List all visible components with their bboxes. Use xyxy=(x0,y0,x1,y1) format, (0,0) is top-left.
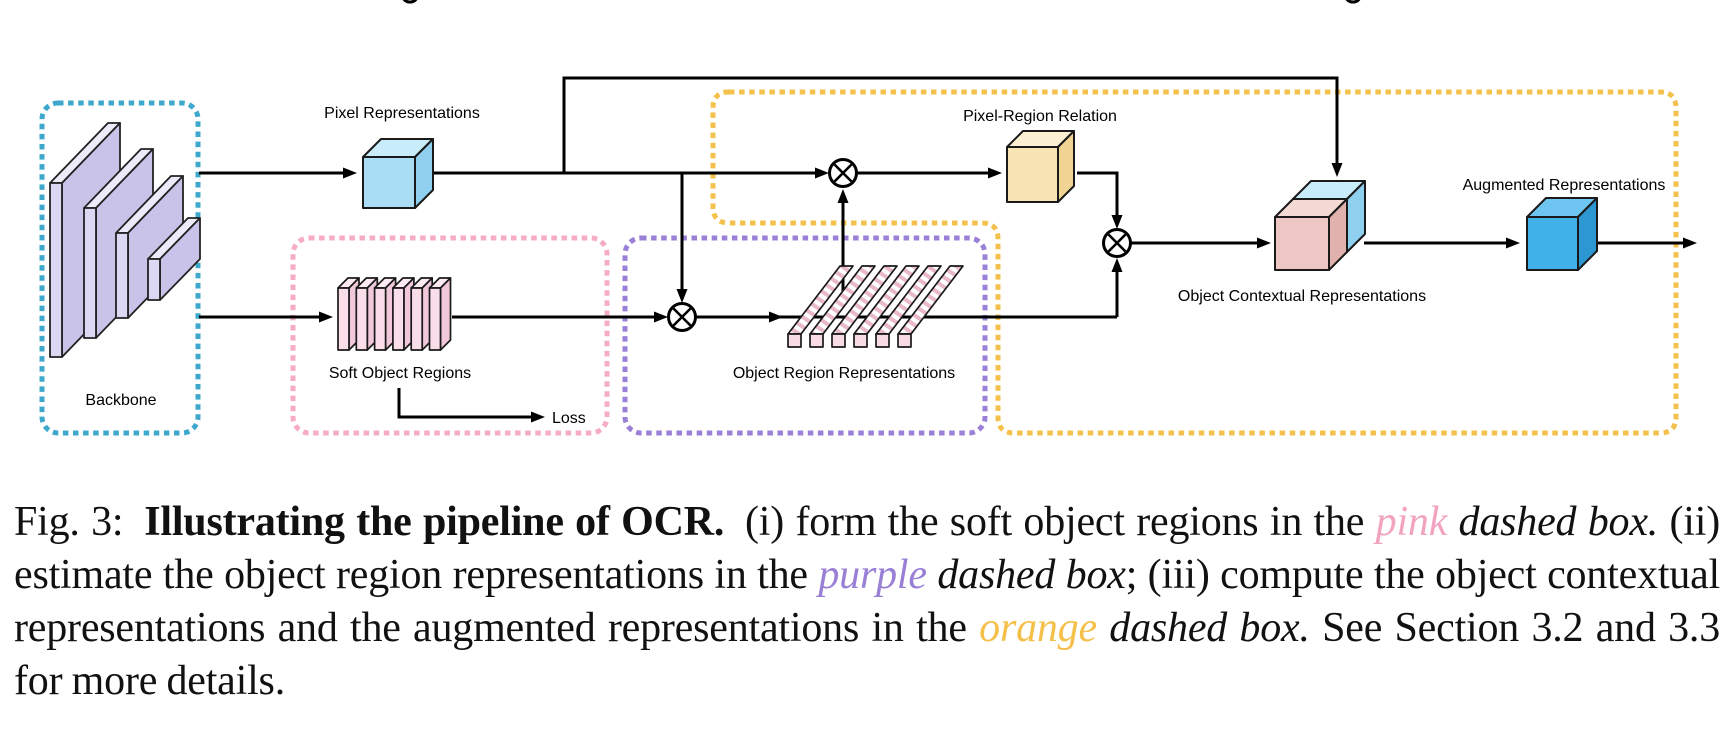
figure-caption: Fig. 3: Illustrating the pipeline of OCR… xyxy=(14,496,1720,708)
region-bar xyxy=(875,265,942,348)
loss-line xyxy=(397,388,532,419)
region-bar xyxy=(853,265,920,348)
context-pink-cube xyxy=(1274,198,1348,271)
soft-object-regions-label: Soft Object Regions xyxy=(329,365,471,382)
pixel-representations-label: Pixel Representations xyxy=(324,105,480,122)
caption-segment: orange xyxy=(979,605,1097,651)
soft-object-region-slabs xyxy=(337,277,452,351)
caption-segment: purple xyxy=(818,552,927,598)
ocr-pipeline-diagram: Backbone Pixel Representations Soft Obje… xyxy=(39,0,1697,436)
caption-segment: dashed box. xyxy=(1096,605,1310,651)
caption-segment: Illustrating the pipeline of OCR. xyxy=(144,499,725,545)
multiply-operators xyxy=(667,158,1132,332)
pixel-representations-cube xyxy=(362,138,434,209)
caption-segment: See Section 3.2 and 3.3 for more details… xyxy=(14,605,1721,704)
object-contextual-representations-label: Object Contextual Representations xyxy=(1178,288,1426,305)
backbone-plates xyxy=(49,122,201,358)
object-contextual-representations-cube xyxy=(1274,180,1366,271)
pink-dashed-box xyxy=(290,235,610,436)
region-bar xyxy=(897,265,964,348)
skip-connection-line xyxy=(562,76,1339,173)
relation-down-line xyxy=(1077,171,1119,216)
multiply-operator-icon xyxy=(667,302,697,332)
caption-segment: dashed box. xyxy=(1447,499,1659,545)
stage-boxes xyxy=(39,89,1679,436)
caption-segment: (i) form the soft object regions in the xyxy=(724,499,1376,545)
backbone-plate xyxy=(115,175,184,319)
soft-region-slab xyxy=(428,277,452,351)
region-bar xyxy=(809,265,876,348)
orange-dashed-box xyxy=(710,89,1679,436)
caption-segment: dashed box xyxy=(926,552,1126,598)
backbone-plate xyxy=(147,217,201,301)
multiply-operator-icon xyxy=(1102,228,1132,258)
caption-segment: ; (iii) compute the object contextual re… xyxy=(14,552,1720,651)
caption-segment: (ii) estimate the object region represen… xyxy=(14,499,1721,598)
object-region-representations-label: Object Region Representations xyxy=(733,365,955,382)
caption-segment: Fig. 3: xyxy=(14,499,145,545)
loss-label: Loss xyxy=(552,410,586,427)
backbone-label: Backbone xyxy=(85,392,156,409)
object-region-representation-bars xyxy=(787,265,964,348)
caption-segment: pink xyxy=(1375,499,1448,545)
pixel-region-relation-label: Pixel-Region Relation xyxy=(963,108,1117,125)
region-bar xyxy=(787,265,854,348)
pixel-region-relation-cube xyxy=(1006,130,1075,203)
multiply-operator-icon xyxy=(828,158,858,188)
region-bar xyxy=(831,265,898,348)
purple-dashed-box xyxy=(622,235,988,436)
arrowheads xyxy=(319,163,1697,423)
diagram-labels: Backbone Pixel Representations Soft Obje… xyxy=(85,105,1665,427)
augmented-representations-cube xyxy=(1526,197,1598,271)
augmented-representations-label: Augmented Representations xyxy=(1463,177,1666,194)
backbone-dashed-box xyxy=(39,100,201,436)
cropped-text-descender xyxy=(402,0,1361,4)
